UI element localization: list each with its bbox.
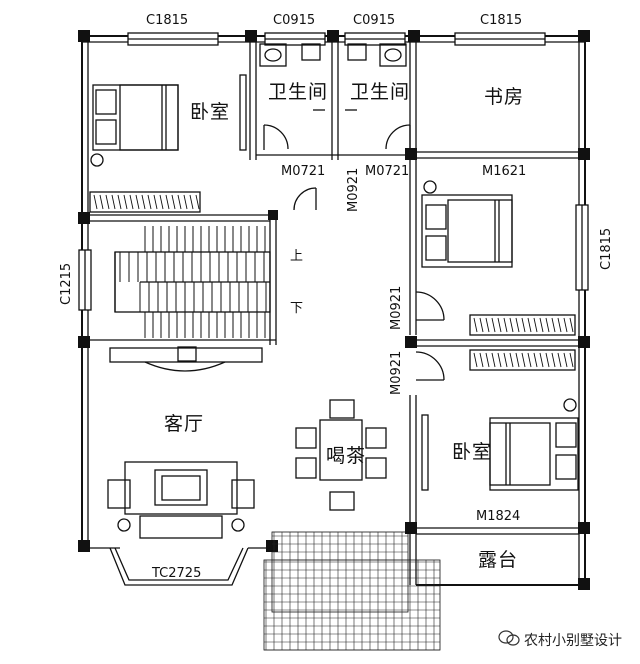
room-label-bedroom-se: 卧室 xyxy=(452,441,492,463)
room-label-tea: 喝茶 xyxy=(326,445,366,467)
door-bedroom-e: M0921 xyxy=(389,286,404,330)
room-label-bath-right: 卫生间 xyxy=(350,81,410,103)
watermark: 农村小别墅设计 xyxy=(498,630,622,650)
window-top-bath-right: C0915 xyxy=(353,13,395,28)
window-left-stair: C1215 xyxy=(59,263,74,305)
door-bath-right: M0721 xyxy=(365,164,409,179)
window-top-right: C1815 xyxy=(480,13,522,28)
stair-down-label: 下 xyxy=(290,301,303,316)
stair-up-label: 上 xyxy=(290,249,303,264)
door-study: M1621 xyxy=(482,164,526,179)
window-right-bedroom: C1815 xyxy=(599,228,614,270)
window-bay: TC2725 xyxy=(151,566,201,581)
room-label-bath-left: 卫生间 xyxy=(268,81,328,103)
watermark-text: 农村小别墅设计 xyxy=(524,633,622,649)
room-label-living: 客厅 xyxy=(164,413,204,435)
room-label-bedroom-nw: 卧室 xyxy=(190,101,230,123)
door-bedroom-nw: M0921 xyxy=(346,168,361,212)
wechat-icon xyxy=(498,630,520,650)
door-bedroom-se: M0921 xyxy=(389,351,404,395)
room-label-study: 书房 xyxy=(484,86,524,108)
window-top-left: C1815 xyxy=(146,13,188,28)
room-label-terrace: 露台 xyxy=(478,549,518,571)
window-top-bath-left: C0915 xyxy=(273,13,315,28)
door-bath-left: M0721 xyxy=(281,164,325,179)
door-terrace: M1824 xyxy=(476,509,520,524)
